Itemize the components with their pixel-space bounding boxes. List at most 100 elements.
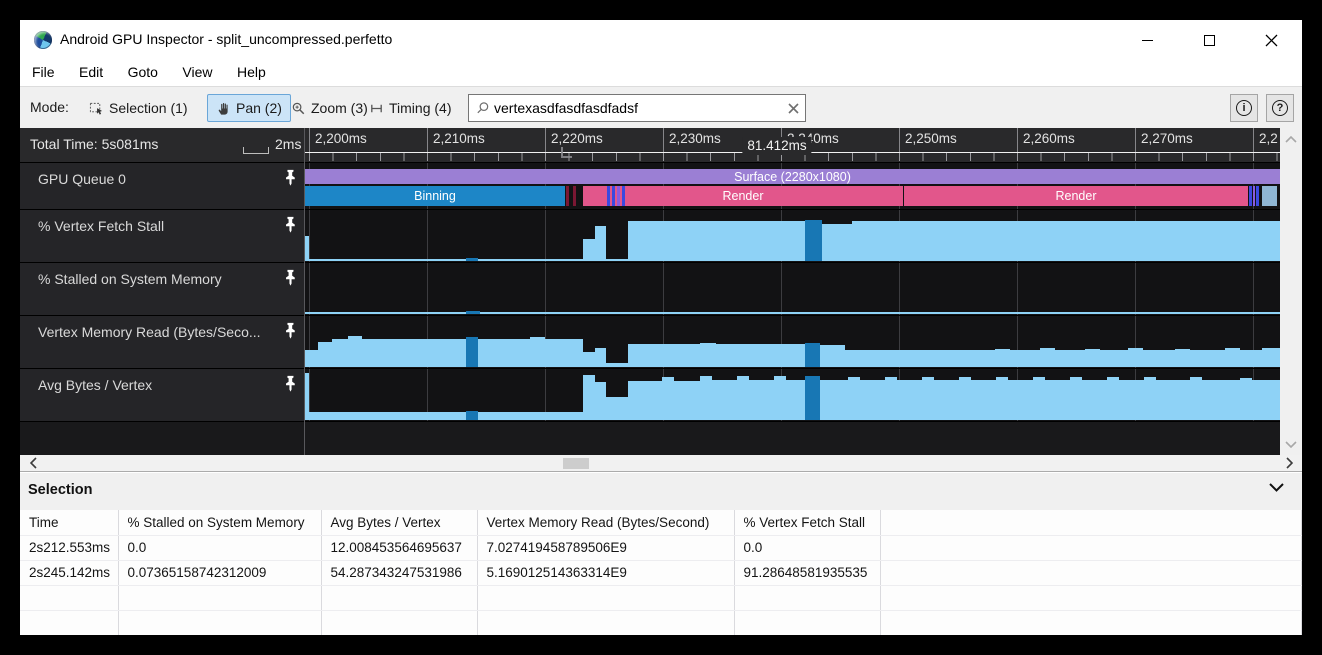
mode-timing-button[interactable]: Timing (4) [360,94,461,122]
counter-sample[interactable] [628,221,805,261]
pin-icon[interactable] [284,375,297,392]
counter-sample[interactable] [628,381,662,420]
gpu-slice-sliver[interactable] [1262,186,1277,206]
counter-sample[interactable] [1240,350,1262,367]
menu-goto[interactable]: Goto [127,64,158,80]
mode-selection-button[interactable]: Selection (1) [80,94,197,122]
counter-sample[interactable] [1055,350,1085,367]
counter-sample[interactable] [466,337,478,367]
menu-help[interactable]: Help [236,64,266,80]
gpu-slice[interactable]: Binning [305,186,565,206]
counter-sample[interactable] [885,377,897,420]
counter-sample[interactable] [318,342,332,367]
counter-sample[interactable] [595,382,606,420]
counter-sample[interactable] [583,239,595,261]
counter-sample[interactable] [1240,378,1252,420]
counter-track-label[interactable]: % Vertex Fetch Stall [20,210,304,262]
search-clear-button[interactable] [781,96,805,120]
counter-sample[interactable] [1262,348,1280,367]
gpu-slice-sliver[interactable] [1253,186,1255,206]
col-vertex-memory-read[interactable]: Vertex Memory Read (Bytes/Second) [477,510,735,536]
counter-sample[interactable] [478,339,530,367]
counter-sample[interactable] [934,380,959,420]
gpu-slice-sliver[interactable] [607,186,610,206]
counter-sample[interactable] [820,345,845,367]
counter-sample[interactable] [860,380,885,420]
counter-sample[interactable] [712,380,737,420]
counter-sample[interactable] [897,380,922,420]
counter-sample[interactable] [305,373,309,420]
scroll-left-button[interactable] [22,455,44,471]
counter-sample[interactable] [305,350,318,367]
counter-sample[interactable] [1225,348,1240,367]
counter-sample[interactable] [852,221,1280,261]
menu-file[interactable]: File [32,64,55,80]
counter-sample[interactable] [1252,380,1280,420]
info-button[interactable]: i [1230,94,1258,122]
counter-sample[interactable] [583,375,595,420]
counter-sample[interactable] [848,377,860,420]
gpu-slice-sliver[interactable] [573,186,576,206]
counter-chart[interactable] [305,316,1280,368]
counter-sample[interactable] [545,339,583,367]
counter-chart[interactable] [305,263,1280,315]
counter-sample[interactable] [480,312,1280,314]
counter-sample[interactable] [1128,348,1143,367]
counter-sample[interactable] [1175,349,1190,367]
counter-sample[interactable] [1008,380,1033,420]
gpu-slice[interactable]: Render [583,186,903,206]
pin-icon[interactable] [284,269,297,286]
time-ruler[interactable]: Total Time: 5s081ms 2ms 81.412ms 2,200ms… [20,128,1280,163]
mode-pan-button[interactable]: Pan (2) [207,94,291,122]
gpu-slice-sliver[interactable] [1256,186,1259,206]
counter-sample[interactable] [1010,350,1040,367]
collapse-chevron-icon[interactable] [1269,483,1284,492]
col-vertex-fetch-stall[interactable]: % Vertex Fetch Stall [734,510,881,536]
counter-chart[interactable] [305,210,1280,262]
counter-sample[interactable] [805,376,820,420]
counter-sample[interactable] [1082,380,1107,420]
counter-sample[interactable] [1119,380,1144,420]
counter-sample[interactable] [959,377,971,420]
gpu-slice-sliver[interactable] [617,186,620,206]
counter-sample[interactable] [845,350,995,367]
maximize-button[interactable] [1186,20,1232,60]
scroll-down-button[interactable] [1280,435,1302,453]
counter-sample[interactable] [737,376,749,420]
counter-sample[interactable] [674,381,700,420]
counter-sample[interactable] [1033,377,1045,420]
counter-sample[interactable] [348,336,362,367]
scroll-right-button[interactable] [1278,455,1300,471]
gpu-slice[interactable]: Render [904,186,1248,206]
counter-sample[interactable] [805,343,820,367]
counter-sample[interactable] [478,259,583,261]
counter-sample[interactable] [716,344,805,367]
counter-sample[interactable] [595,348,606,367]
counter-sample[interactable] [530,337,545,367]
scrollbar-thumb[interactable] [563,458,589,469]
counter-sample[interactable] [606,363,628,367]
surface-slice[interactable]: Surface (2280x1080) [305,169,1280,184]
counter-sample[interactable] [700,343,716,367]
counter-sample[interactable] [466,258,478,261]
horizontal-scrollbar[interactable] [20,455,1302,472]
gpu-slice-sliver[interactable] [1249,186,1252,206]
counter-track-label[interactable]: Vertex Memory Read (Bytes/Seco... [20,316,304,368]
counter-sample[interactable] [628,344,700,367]
counter-sample[interactable] [583,352,595,367]
counter-sample[interactable] [466,311,480,314]
counter-sample[interactable] [309,412,466,420]
col-stalled-system-memory[interactable]: % Stalled on System Memory [118,510,322,536]
counter-sample[interactable] [478,412,583,420]
counter-sample[interactable] [606,397,628,420]
counter-sample[interactable] [749,380,774,420]
counter-sample[interactable] [1100,350,1128,367]
pin-icon[interactable] [284,322,297,339]
gpu-slice-sliver[interactable] [566,186,569,206]
counter-sample[interactable] [1156,380,1190,420]
pin-icon[interactable] [284,216,297,233]
counter-sample[interactable] [786,380,805,420]
